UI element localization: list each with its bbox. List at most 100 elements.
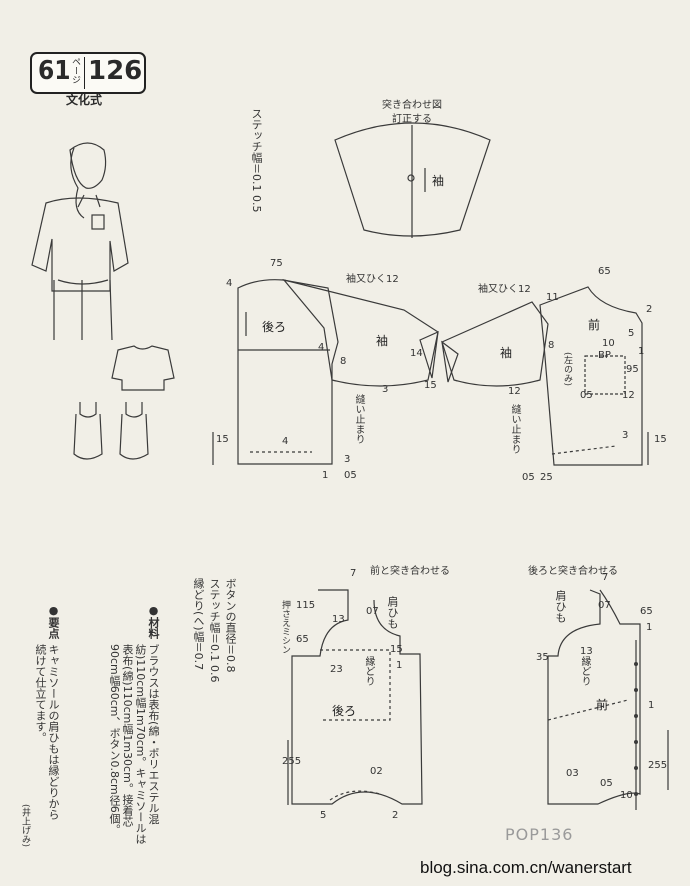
page-kana: ページ [70,57,80,84]
cami-back-strap-label: 肩ひも [386,596,399,629]
back-bodice-piece [237,279,339,465]
dim: 2 [646,304,653,315]
page-number-left: 61 [38,56,71,86]
dim: 5 [320,810,327,821]
materials-text: ブラウスは表布(綿・ポリエステル混紡)110cm幅1m70cm。キャミソールは表… [108,644,160,845]
front-sleeve-piece [441,301,549,387]
dim: 255 [282,756,302,767]
dim: 15 [654,434,667,445]
dim: 1 [648,700,655,711]
dim: 8 [548,340,555,351]
flat-sketches [73,345,175,460]
dim: 7 [602,572,609,583]
cami-back-binding-label: 縁どり [363,656,374,686]
dim: 11 [546,292,559,303]
blog-url-watermark: blog.sina.com.cn/wanerstart [420,858,632,877]
dim: 12 [622,390,635,401]
dim: 05 [344,470,357,481]
points-text: キャミソールの肩ひもは縁どりから続けて仕立てます。 [34,644,60,820]
dim: 255 [648,760,668,771]
front-bodice-piece [539,286,643,466]
author-credit: (井上げみ) [20,804,30,848]
dim: 5 [628,328,635,339]
dim: 4 [318,342,325,353]
dim: 1 [638,346,645,357]
back-sleeve-label: 袖 [376,334,389,348]
figure-illustration [31,142,129,341]
button-diameter-note: ボタンの直径＝0.8 [224,578,237,673]
press-stitch-label: 押さえミシン [280,600,290,654]
sleeve-cut-left: 袖又ひく12 [346,274,399,285]
dim: 23 [330,664,343,675]
dim: 7 [350,568,357,579]
dim: 10 [602,338,615,349]
cami-front-binding-label: 縁どり [579,656,590,686]
dim: 15 [424,380,437,391]
materials-heading: ●材料 [147,604,160,639]
join-diagram-subtitle: 訂正する [392,114,432,125]
dim: 02 [370,766,383,777]
dim: 3 [382,384,389,395]
pattern-number: 126 [88,56,143,86]
dim: 10 [620,790,633,801]
cami-back-join-note: 前と突き合わせる [370,566,450,577]
dim: 13 [580,646,593,657]
dim: 1 [646,622,653,633]
cami-front-label: 前 [596,698,609,712]
dim: 8 [340,356,347,367]
stitch-width-note: ステッチ幅＝0.1 0.6 [208,578,221,683]
stitch-width-note-top: ステッチ幅＝0.1 0.5 [250,108,263,213]
dim: 07 [598,600,611,611]
cami-front-piece [547,589,669,810]
back-bodice-label: 後ろ [262,320,287,334]
dim: 65 [640,606,653,617]
sleeve-join-label: 袖 [432,174,445,188]
cami-back-label: 後ろ [332,704,357,718]
dim: 05 [600,778,613,789]
dim: 15 [216,434,229,445]
dim: 05 [580,390,593,401]
dim: 15 [390,644,403,655]
join-diagram-title: 突き合わせ図 [382,100,442,111]
badge-divider [84,57,85,89]
back-sleeve-piece [282,278,439,387]
dim: 35 [536,652,549,663]
key-points-notes: ●要点 キャミソールの肩ひもは縁どりから続けて仕立てます。 [30,604,60,854]
materials-notes: ●材料 ブラウスは表布(綿・ポリエステル混紡)110cm幅1m70cm。キャミソ… [56,604,160,854]
front-bodice-label: 前 [588,318,601,332]
dim: 115 [296,600,316,611]
dim: 95 [626,364,639,375]
cami-back-piece [287,589,423,805]
dim: 2 [392,810,399,821]
dim: 4 [226,278,233,289]
dim: 25 [540,472,553,483]
dim: 13 [332,614,345,625]
front-sleeve-label: 袖 [500,346,513,360]
dim: 12 [508,386,521,397]
pattern-system-label: 文化式 [66,93,103,107]
page-number-badge: 61 ページ 126 [30,52,146,94]
dim: 65 [296,634,309,645]
dim: 65 [598,266,611,277]
dim: 05 [522,472,535,483]
dim: 1 [322,470,329,481]
dim: 03 [566,768,579,779]
cami-front-strap-label: 肩ひも [554,590,567,623]
dim: 4 [282,436,289,447]
pop-logo-watermark: POP136 [505,825,574,844]
left-only-note: (左のみ) [562,352,572,387]
sleeve-join-piece [334,122,491,238]
sleeve-cut-right: 袖又ひく12 [478,284,531,295]
binding-width-note: 縁どり(ヘ)幅＝0.7 [192,578,205,671]
dim: 07 [366,606,379,617]
sew-stop-right: 縫い止まり [509,404,520,454]
bp-label: BP [598,350,611,361]
cami-front-join-note: 後ろと突き合わせる [528,566,618,577]
dim: 14 [410,348,423,359]
points-heading: ●要点 [47,604,60,639]
sew-stop-left: 縫い止まり [353,394,364,444]
dim: 75 [270,258,283,269]
dim: 1 [396,660,403,671]
dim: 3 [622,430,629,441]
